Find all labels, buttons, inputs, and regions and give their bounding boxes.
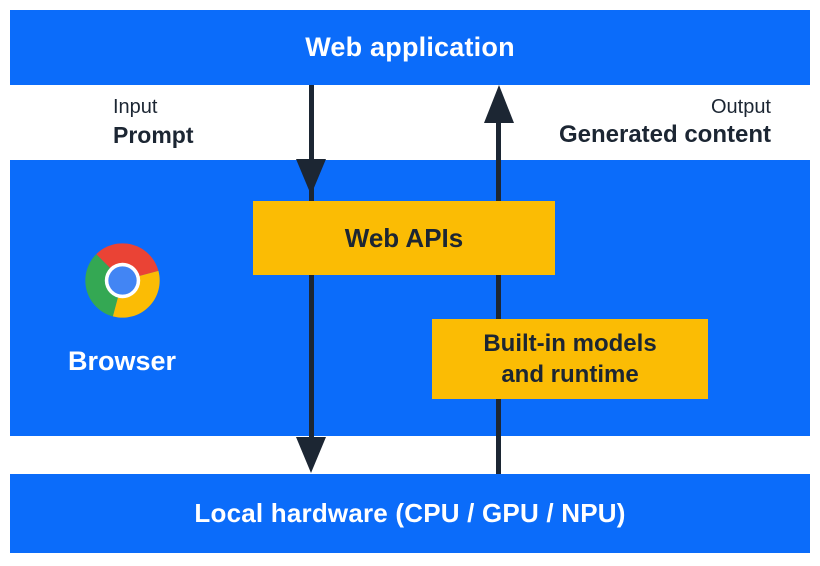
response-flow-arrow-line bbox=[496, 120, 501, 474]
builtin-models-box: Built-in models and runtime bbox=[432, 319, 708, 399]
output-label-group: Output Generated content bbox=[559, 94, 771, 149]
arrowhead-up-into-web-application-icon bbox=[484, 85, 514, 123]
output-caption: Output bbox=[710, 96, 771, 118]
arrowhead-down-into-hardware-icon bbox=[296, 437, 326, 473]
local-hardware-label: Local hardware (CPU / GPU / NPU) bbox=[194, 498, 626, 528]
local-hardware-band: Local hardware (CPU / GPU / NPU) bbox=[10, 474, 810, 553]
builtin-models-line1: Built-in models bbox=[483, 330, 657, 357]
builtin-models-line2: and runtime bbox=[501, 361, 639, 388]
prompt-label: Prompt bbox=[113, 122, 194, 148]
arrowhead-down-into-web-apis-icon bbox=[296, 159, 326, 195]
web-apis-box: Web APIs bbox=[253, 201, 555, 275]
chrome-logo-icon bbox=[84, 243, 160, 318]
input-label-group: Input Prompt bbox=[113, 94, 194, 149]
browser-group: Browser bbox=[67, 238, 177, 377]
web-apis-label: Web APIs bbox=[344, 222, 464, 253]
browser-label: Browser bbox=[67, 346, 177, 376]
web-application-band: Web application bbox=[10, 10, 810, 85]
input-caption: Input bbox=[113, 96, 158, 118]
web-application-label: Web application bbox=[305, 32, 515, 62]
generated-content-label: Generated content bbox=[558, 121, 771, 148]
